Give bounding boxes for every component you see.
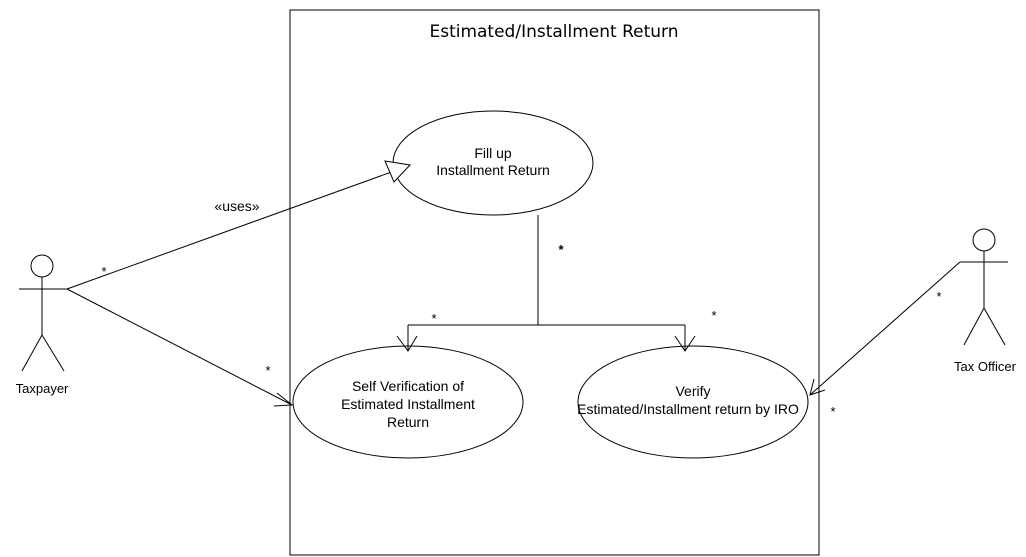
multiplicity-taxpayer-uses: * xyxy=(101,264,106,279)
fill-up-flow-connector: * * * xyxy=(396,215,717,352)
tax-officer-actor: Tax Officer xyxy=(954,228,1017,374)
system-boundary xyxy=(289,9,820,556)
use-case-verify-iro-line1: Verify xyxy=(675,383,710,399)
tax-officer-label: Tax Officer xyxy=(954,359,1017,374)
multiplicity-tax-officer: * xyxy=(936,289,941,304)
tax-officer-verify-association: * * xyxy=(809,261,961,419)
generalization-arrowhead xyxy=(384,160,412,183)
system-boundary-title: Estimated/Installment Return xyxy=(429,22,678,42)
use-case-fill-up: Fill up Installment Return xyxy=(392,110,594,216)
taxpayer-head xyxy=(30,254,54,278)
use-case-self-verification-line2: Estimated Installment xyxy=(341,396,475,412)
use-case-verify-iro: Verify Estimated/Installment return by I… xyxy=(577,345,809,459)
multiplicity-verify-iro-officer: * xyxy=(830,404,835,419)
multiplicity-taxpayer-self-verification: * xyxy=(265,363,270,378)
use-case-self-verification-line3: Return xyxy=(387,414,429,430)
taxpayer-actor: Taxpayer xyxy=(16,254,69,396)
use-case-self-verification-line1: Self Verification of xyxy=(352,378,464,394)
multiplicity-verify-iro: * xyxy=(711,308,716,323)
use-case-fill-up-line2: Installment Return xyxy=(436,162,550,178)
multiplicity-fill-up: * xyxy=(558,242,564,257)
use-case-fill-up-line1: Fill up xyxy=(474,145,512,161)
tax-officer-head xyxy=(972,228,996,252)
taxpayer-self-verification-association: * xyxy=(66,288,294,407)
uses-stereotype-label: «uses» xyxy=(214,198,259,214)
uses-relationship: «uses» * xyxy=(66,160,412,290)
taxpayer-label: Taxpayer xyxy=(16,381,69,396)
use-case-self-verification: Self Verification of Estimated Installme… xyxy=(292,345,524,459)
use-case-verify-iro-line2: Estimated/Installment return by IRO xyxy=(577,401,799,417)
multiplicity-self-verification: * xyxy=(431,311,436,326)
